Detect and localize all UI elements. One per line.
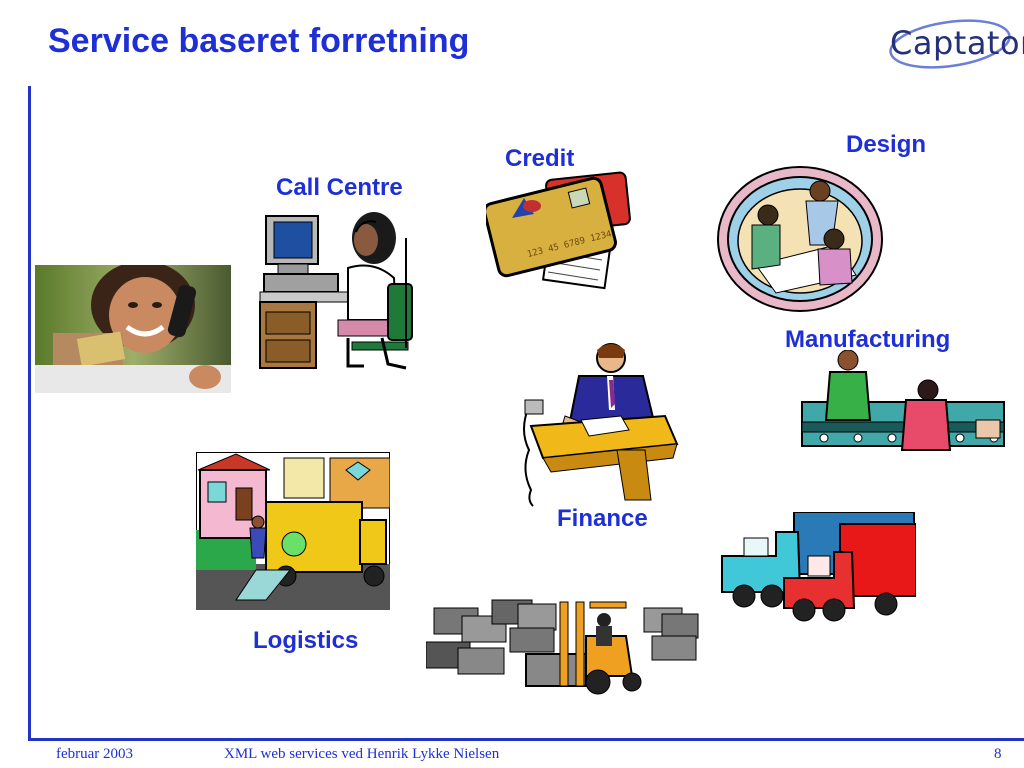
call-centre-clipart [256, 208, 418, 372]
left-rule [28, 86, 31, 738]
slide-title: Service baseret forretning [48, 22, 470, 60]
label-finance: Finance [557, 505, 648, 532]
logo-text: Captator [890, 24, 1024, 62]
label-logistics: Logistics [253, 627, 359, 654]
trucks-clipart [716, 511, 917, 622]
design-clipart [716, 165, 884, 313]
phone-woman-photo [35, 261, 231, 393]
label-design: Design [846, 131, 927, 158]
footer-subtitle: XML web services ved Henrik Lykke Nielse… [224, 746, 500, 762]
label-credit: Credit [505, 145, 575, 172]
credit-cards-clipart: 123 45 6789 1234 [483, 168, 632, 298]
manufacturing-clipart [800, 349, 1006, 456]
footer-rule [28, 738, 1024, 741]
forklift-clipart [425, 596, 702, 700]
captator-logo: Captator [884, 16, 1024, 72]
logistics-clipart [195, 451, 391, 611]
label-call-centre: Call Centre [276, 174, 403, 201]
label-manufacturing: Manufacturing [785, 326, 951, 353]
page-number: 8 [994, 746, 1002, 762]
footer-date: februar 2003 [56, 746, 134, 762]
finance-clipart [517, 340, 679, 508]
